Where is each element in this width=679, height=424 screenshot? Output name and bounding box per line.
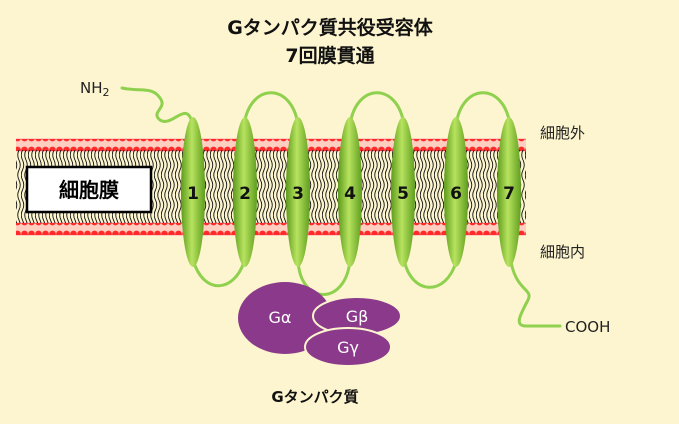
intracellular-loop-3 bbox=[402, 258, 458, 289]
n-terminus-label: NH2 bbox=[80, 79, 110, 99]
title-line-2: 7回膜貫通 bbox=[285, 44, 375, 67]
n-terminus-subscript: 2 bbox=[103, 86, 110, 99]
helix-5-label: 5 bbox=[397, 184, 409, 204]
g-beta-label: Gβ bbox=[346, 307, 369, 326]
extracellular-loop-1 bbox=[242, 91, 300, 127]
helix-3-label: 3 bbox=[292, 184, 304, 204]
helix-5: 5 bbox=[391, 117, 415, 267]
g-gamma-subunit bbox=[304, 327, 392, 367]
helix-4-label: 4 bbox=[344, 184, 356, 204]
g-alpha-subunit bbox=[238, 282, 332, 354]
n-terminus-text: NH bbox=[80, 79, 103, 97]
extracellular-label: 細胞外 bbox=[540, 124, 585, 142]
helix-2-label: 2 bbox=[239, 184, 251, 204]
g-protein-label: Gタンパク質 bbox=[271, 388, 358, 406]
membrane-label-box: 細胞膜 bbox=[25, 165, 153, 214]
receptor-loops bbox=[120, 86, 562, 328]
intracellular-loop-2 bbox=[296, 258, 352, 296]
c-terminal-tail bbox=[508, 253, 562, 328]
g-protein-complex: Gα Gβ Gγ bbox=[238, 282, 402, 367]
helix-6-label: 6 bbox=[450, 184, 462, 204]
helix-2: 2 bbox=[233, 117, 257, 267]
intracellular-loop-1 bbox=[191, 258, 246, 288]
intracellular-label: 細胞内 bbox=[540, 243, 585, 261]
helix-7-label: 7 bbox=[503, 184, 515, 204]
g-alpha-label: Gα bbox=[269, 308, 292, 327]
n-terminal-tail bbox=[120, 86, 194, 124]
c-terminus-label: COOH bbox=[565, 318, 610, 336]
helix-3: 3 bbox=[286, 117, 310, 267]
title-line-1: Gタンパク質共役受容体 bbox=[227, 16, 434, 39]
helix-6: 6 bbox=[444, 117, 468, 267]
helix-1-label: 1 bbox=[187, 184, 199, 204]
membrane-label: 細胞膜 bbox=[59, 178, 119, 202]
g-gamma-label: Gγ bbox=[337, 338, 359, 357]
extracellular-loop-3 bbox=[454, 91, 512, 127]
helix-1: 1 bbox=[181, 117, 205, 267]
helix-4: 4 bbox=[338, 117, 362, 267]
helix-7: 7 bbox=[497, 117, 521, 267]
extracellular-loop-2 bbox=[348, 91, 406, 127]
